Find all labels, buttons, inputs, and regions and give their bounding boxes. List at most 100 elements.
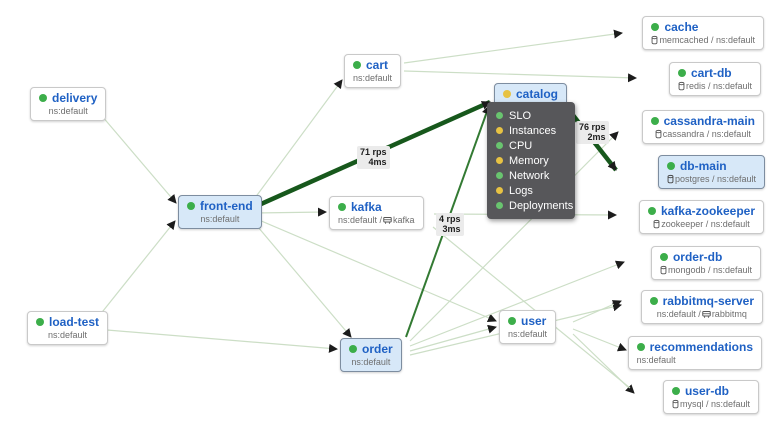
node-namespace: ns:default / rabbitmq [656,309,747,319]
node-cart-db[interactable]: cart-db redis / ns:default [668,62,761,96]
menu-item-memory[interactable]: Memory [487,153,575,168]
node-recommendations[interactable]: recommendations ns:default [627,336,762,370]
node-namespace: ns:default [353,73,393,83]
node-namespace: ns:default [48,106,88,116]
database-icon [653,219,660,229]
health-ok-icon [349,345,357,353]
health-ok-icon [39,94,47,102]
node-front-end[interactable]: front-end ns:default [178,195,262,229]
node-namespace: mysql / ns:default [672,399,750,409]
edge-frontend-cart[interactable] [251,79,343,203]
edge-delivery-frontend[interactable] [95,108,177,204]
menu-item-slo[interactable]: SLO [487,108,575,123]
node-context-menu: SLO Instances CPU Memory Network Logs De… [487,102,575,219]
edge-order-orderdb[interactable] [409,260,625,347]
health-ok-icon [636,343,645,351]
node-title: cassandra-main [663,114,755,128]
edge-frontend-order[interactable] [251,219,352,338]
edge-order-user[interactable] [409,324,497,352]
edge-order-cassandra[interactable] [409,131,619,342]
menu-item-deployments[interactable]: Deployments [487,198,575,213]
edge-cart-cache[interactable] [403,29,623,64]
status-warning-icon [496,187,503,194]
message-bus-icon [383,216,392,225]
edge-cart-cartdb[interactable] [403,70,637,83]
node-namespace: mongodb / ns:default [660,265,752,275]
edge-loadtest-order[interactable] [94,328,338,353]
health-ok-icon [666,162,675,170]
node-title: recommendations [649,340,753,354]
edge-frontend-user[interactable] [251,216,497,323]
health-ok-icon [650,117,659,125]
status-ok-icon [496,112,503,119]
node-order[interactable]: order ns:default [340,338,402,372]
edge-loadtest-frontend[interactable] [94,220,176,322]
node-load-test[interactable]: load-test ns:default [27,311,109,345]
node-namespace: memcached / ns:default [651,35,755,45]
database-icon [651,35,658,45]
node-namespace: ns:default [200,214,240,224]
message-bus-icon [702,310,711,319]
menu-item-instances[interactable]: Instances [487,123,575,138]
node-title: kafka-zookeeper [660,204,755,218]
status-ok-icon [496,202,503,209]
health-ok-icon [671,387,680,395]
database-icon [667,174,674,184]
node-cassandra-main[interactable]: cassandra-main cassandra / ns:default [641,110,764,144]
node-rabbitmq-server[interactable]: rabbitmq-server ns:default / rabbitmq [640,290,763,324]
health-ok-icon [651,23,660,31]
menu-item-cpu[interactable]: CPU [487,138,575,153]
node-title: rabbitmq-server [662,294,754,308]
node-kafka[interactable]: kafka ns:default / kafka [329,196,424,230]
node-title: kafka [351,200,382,214]
database-icon [672,399,679,409]
node-title: user [521,314,547,328]
node-title: order [362,342,393,356]
node-delivery[interactable]: delivery ns:default [30,87,107,121]
node-title: load-test [49,315,100,329]
node-title: delivery [52,91,98,105]
health-ok-icon [677,69,686,77]
edge-user-recommendations[interactable] [572,328,627,352]
node-user-db[interactable]: user-db mysql / ns:default [662,380,759,414]
menu-item-logs[interactable]: Logs [487,183,575,198]
health-ok-icon [659,253,668,261]
node-title: cart [366,58,389,72]
node-namespace: zookeeper / ns:default [648,219,755,229]
edge-user-rabbitmq[interactable] [572,300,622,323]
node-db-main[interactable]: db-main postgres / ns:default [657,155,765,189]
node-kafka-zookeeper[interactable]: kafka-zookeeper zookeeper / ns:default [638,200,764,234]
menu-item-network[interactable]: Network [487,168,575,183]
node-namespace: ns:default [351,357,391,367]
node-title: cache [664,20,699,34]
health-ok-icon [338,203,346,211]
status-ok-icon [496,172,503,179]
status-ok-icon [496,142,503,149]
node-title: catalog [516,87,559,101]
status-warning-icon [496,127,503,134]
health-ok-icon [647,207,656,215]
node-order-db[interactable]: order-db mongodb / ns:default [650,246,761,280]
node-namespace: ns:default [47,330,88,340]
health-warning-icon [503,90,511,98]
database-icon [660,265,667,275]
database-icon [678,81,685,91]
node-user[interactable]: user ns:default [499,310,557,344]
edge-kafka-userdb[interactable] [432,226,631,389]
health-ok-icon [649,297,658,305]
node-cart[interactable]: cart ns:default [344,54,402,88]
node-namespace: ns:default / kafka [338,215,415,225]
node-namespace: redis / ns:default [678,81,752,91]
health-ok-icon [36,318,44,326]
database-icon [655,129,662,139]
health-ok-icon [187,202,195,210]
edge-frontend-kafka[interactable] [251,207,327,217]
node-title: order-db [672,250,723,264]
node-title: db-main [679,159,727,173]
node-title: user-db [684,384,729,398]
node-cache[interactable]: cache memcached / ns:default [642,16,764,50]
node-title: cart-db [690,66,732,80]
